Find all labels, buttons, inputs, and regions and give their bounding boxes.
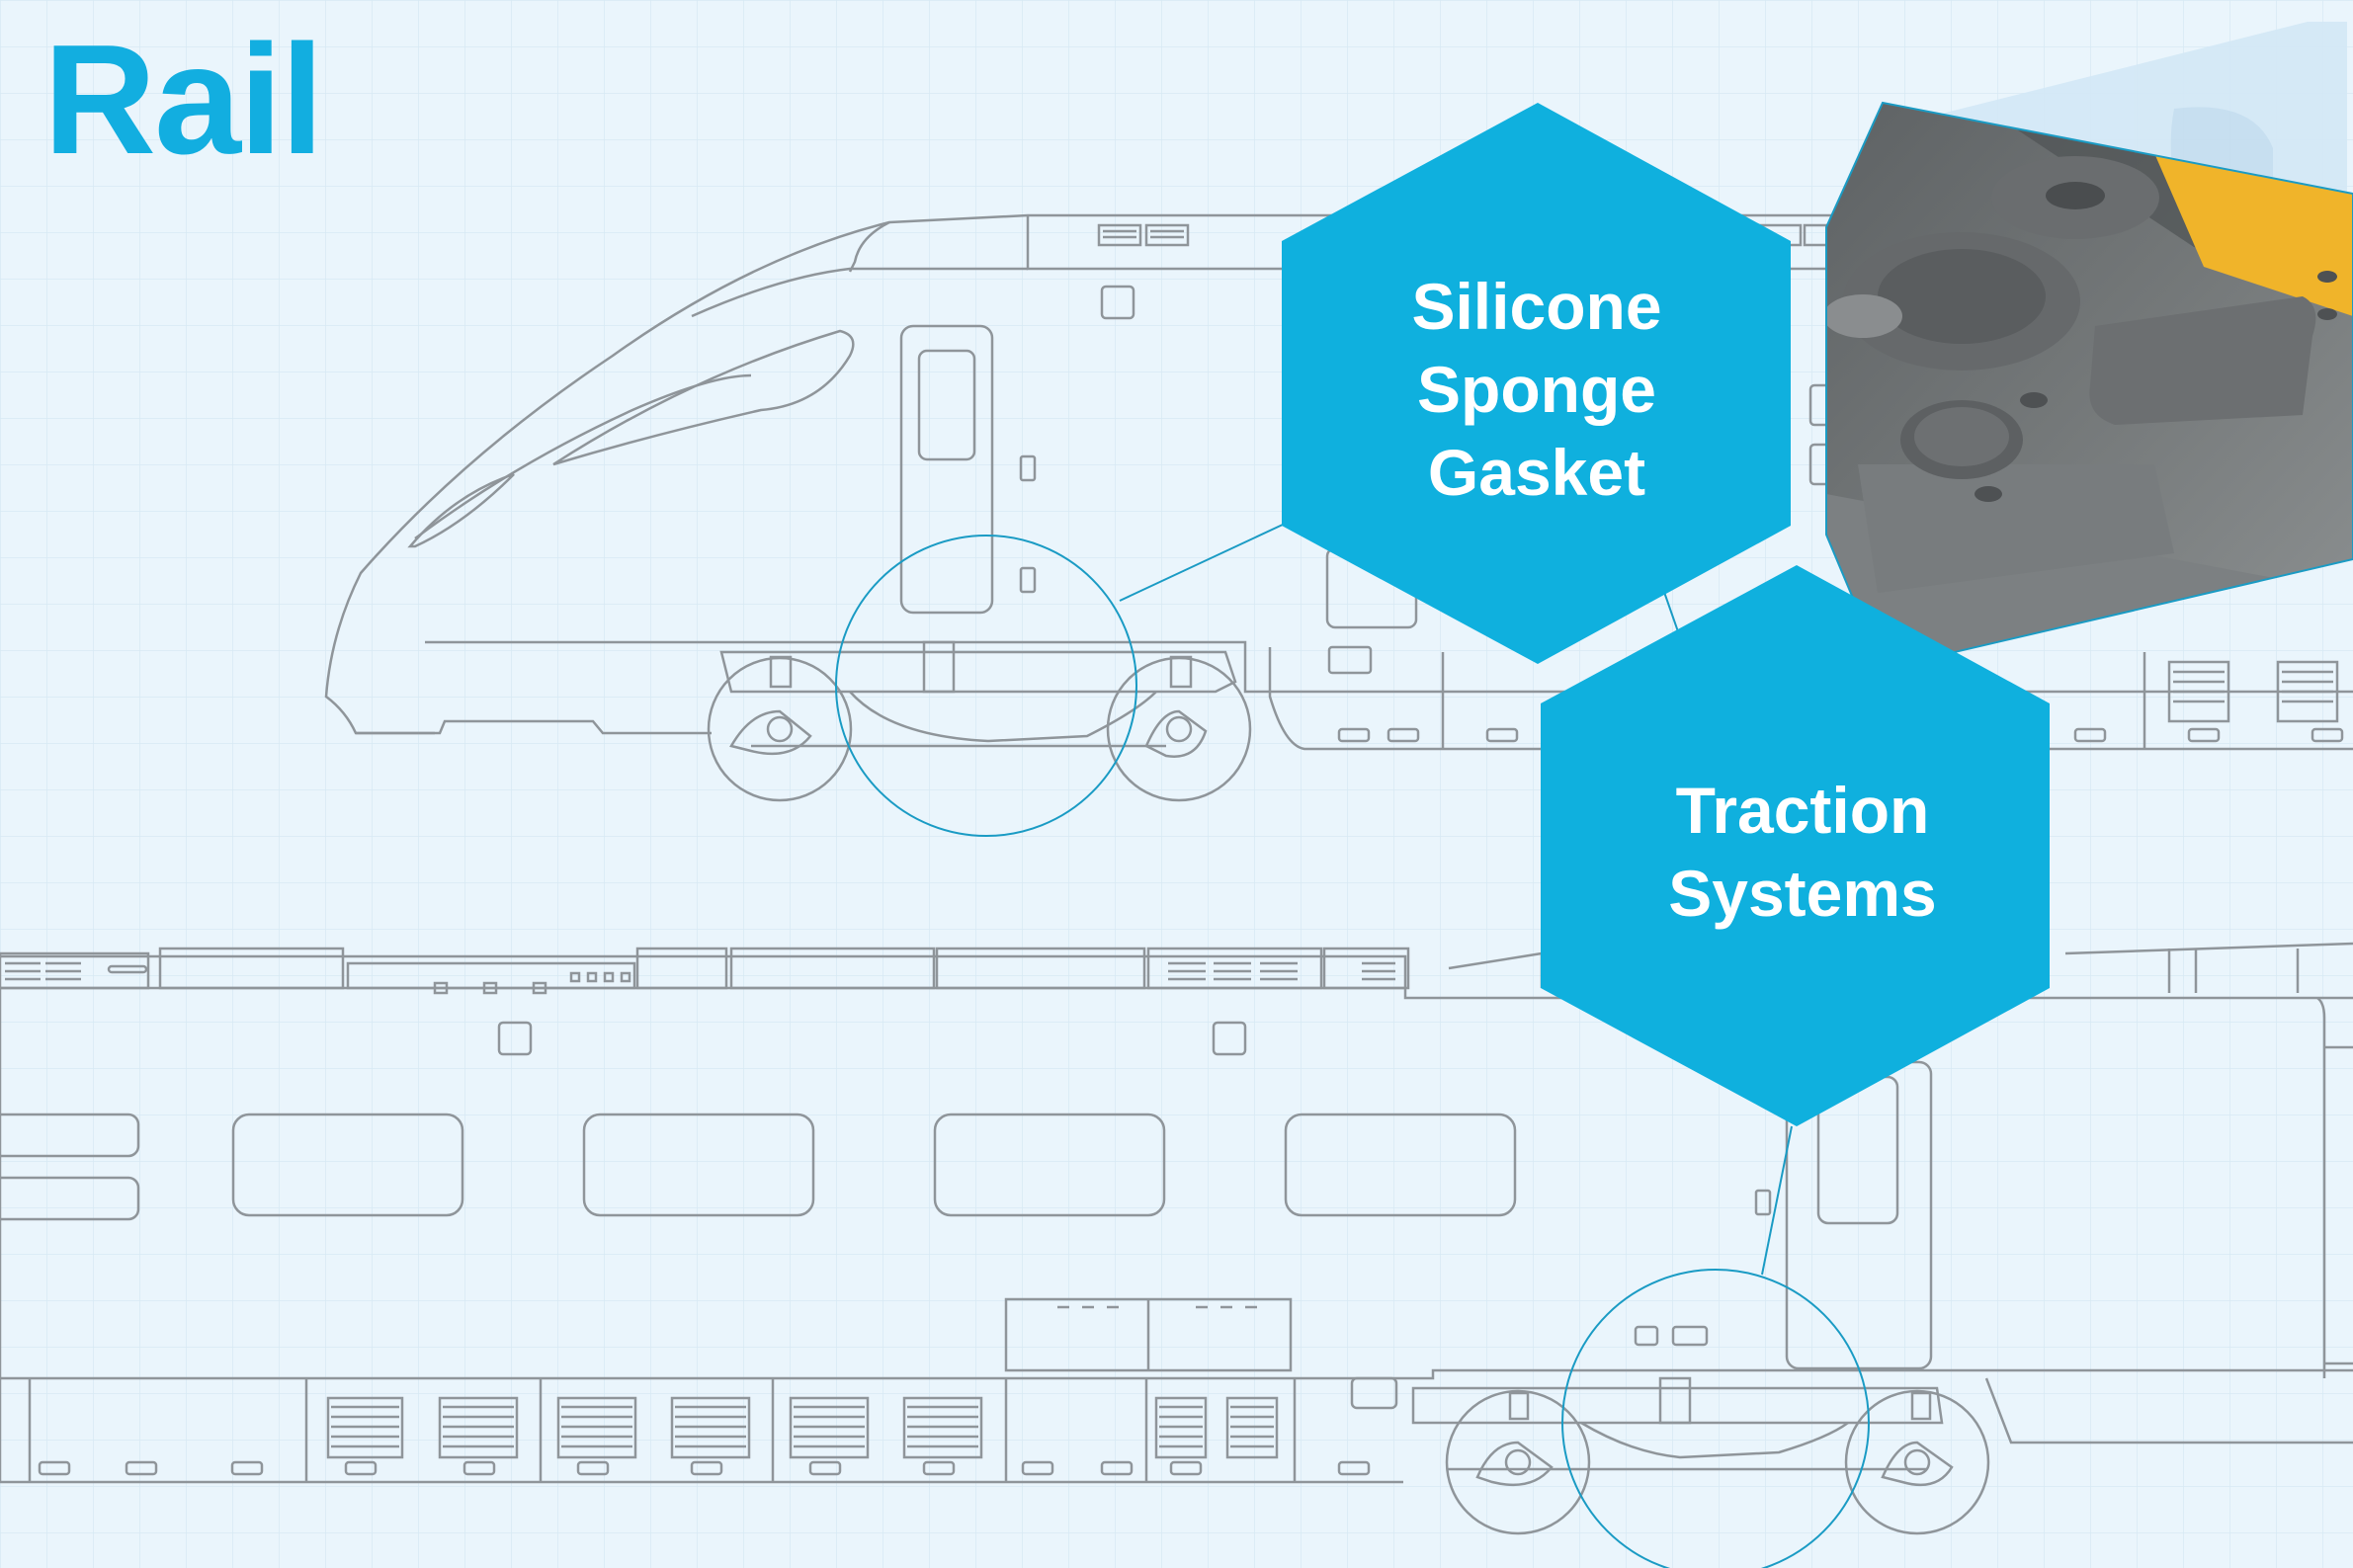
callout-gasket-line-1: Silicone <box>1411 270 1662 343</box>
callout-gasket-line-3: Gasket <box>1427 436 1646 509</box>
bogie-highlight-circle-top <box>835 535 1137 837</box>
double-deck-carriage-outline <box>0 942 2353 1535</box>
callout-label-traction: Traction Systems <box>1570 769 2035 935</box>
high-speed-train-outline <box>324 213 2353 802</box>
callout-traction-line-2: Systems <box>1668 857 1937 930</box>
callout-label-gasket: Silicone Sponge Gasket <box>1304 265 1769 514</box>
callout-traction-line-1: Traction <box>1675 774 1930 847</box>
callout-connectors <box>835 523 1870 1568</box>
page-title: Rail <box>43 13 324 187</box>
hexagon-traction <box>1541 565 2050 1126</box>
bogie-highlight-circle-bottom <box>1561 1269 1870 1568</box>
hexagon-gasket <box>1282 103 1791 664</box>
callout-gasket-line-2: Sponge <box>1417 353 1656 426</box>
